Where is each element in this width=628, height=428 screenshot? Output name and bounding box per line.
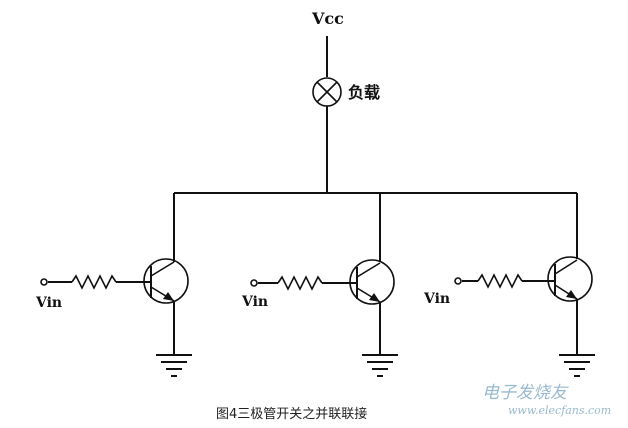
ground-icon [559,354,595,377]
load-label: 负载 [348,83,380,102]
transistor-stage-3: Vin [423,193,595,377]
ground-icon [156,354,192,377]
figure-caption: 图4三极管开关之并联联接 [216,406,367,422]
input-terminal-icon [250,279,258,287]
npn-transistor-icon [349,259,395,305]
watermark: 电子发烧友 www.elecfans.com [482,383,611,417]
transistor-stage-2: Vin [241,193,398,377]
watermark-url: www.elecfans.com [508,404,611,417]
base-resistor-icon [48,274,151,290]
load-lamp-icon [312,77,342,107]
input-terminal-icon [454,277,462,285]
ground-icon [362,354,398,377]
vin-label-3: Vin [423,291,450,307]
vcc-label: Vcc [311,9,344,28]
watermark-text: 电子发烧友 [482,383,569,403]
npn-transistor-icon [143,258,189,304]
npn-transistor-icon [547,256,593,302]
vin-label-1: Vin [35,295,62,311]
base-resistor-icon [258,275,357,291]
base-resistor-icon [462,273,555,289]
input-terminal-icon [40,278,48,286]
transistor-stage-1: Vin [35,193,192,377]
vin-label-2: Vin [241,294,268,310]
